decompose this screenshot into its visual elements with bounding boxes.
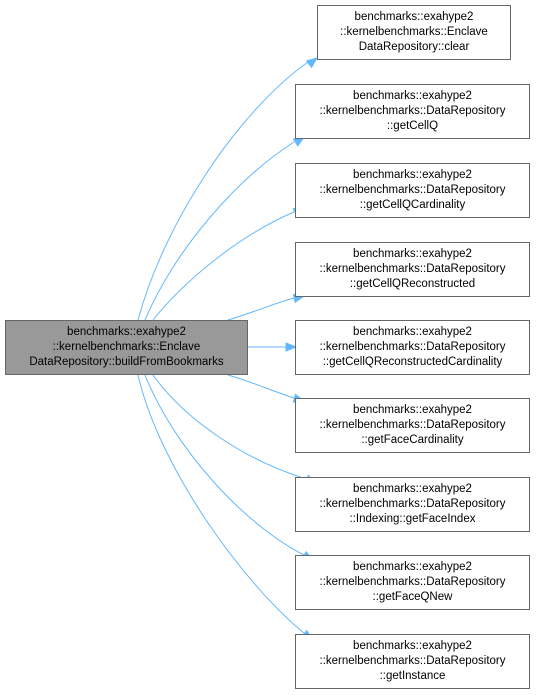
node-line: ::getCellQReconstructedCardinality: [322, 356, 503, 368]
node-get-cell-q[interactable]: benchmarks::exahype2 ::kernelbenchmarks:…: [295, 84, 530, 139]
node-clear[interactable]: benchmarks::exahype2 ::kernelbenchmarks:…: [317, 5, 511, 60]
call-edge-9: [137, 374, 305, 634]
call-edge-6: [227, 374, 295, 399]
node-line: benchmarks::exahype2: [353, 483, 472, 495]
node-line: ::kernelbenchmarks::DataRepository: [319, 655, 506, 667]
call-edge-3: [152, 211, 295, 321]
node-line: ::getCellQCardinality: [359, 199, 466, 211]
arrowhead-icon: [305, 57, 319, 69]
node-line: ::kernelbenchmarks::DataRepository: [319, 498, 506, 510]
node-line: benchmarks::exahype2: [67, 326, 186, 338]
call-edge-8: [144, 374, 305, 556]
node-line: DataRepository::buildFromBookmarks: [29, 356, 224, 368]
node-get-cell-q-cardinality[interactable]: benchmarks::exahype2 ::kernelbenchmarks:…: [295, 163, 530, 218]
node-line: ::kernelbenchmarks::DataRepository: [319, 576, 506, 588]
node-get-cell-q-reconstructed[interactable]: benchmarks::exahype2 ::kernelbenchmarks:…: [295, 242, 530, 297]
node-line: benchmarks::exahype2: [353, 326, 472, 338]
node-line: DataRepository::clear: [358, 41, 470, 53]
call-edge-2: [144, 141, 295, 321]
node-line: benchmarks::exahype2: [353, 404, 472, 416]
node-line: ::getCellQReconstructed: [349, 278, 476, 290]
node-line: ::getCellQ: [386, 120, 439, 132]
node-line: ::getInstance: [379, 670, 446, 682]
node-line: benchmarks::exahype2: [353, 248, 472, 260]
node-get-face-index[interactable]: benchmarks::exahype2 ::kernelbenchmarks:…: [295, 477, 530, 532]
node-get-face-q-new[interactable]: benchmarks::exahype2 ::kernelbenchmarks:…: [295, 555, 530, 610]
node-get-face-cardinality[interactable]: benchmarks::exahype2 ::kernelbenchmarks:…: [295, 398, 530, 453]
arrowhead-icon: [285, 342, 298, 352]
call-edge-1: [137, 61, 309, 321]
node-line: benchmarks::exahype2: [353, 640, 472, 652]
node-line: ::kernelbenchmarks::Enclave: [52, 341, 201, 353]
node-get-cell-q-reconstructed-cardinality[interactable]: benchmarks::exahype2 ::kernelbenchmarks:…: [295, 320, 530, 375]
node-line: ::kernelbenchmarks::DataRepository: [319, 263, 506, 275]
node-line: benchmarks::exahype2: [353, 169, 472, 181]
node-build-from-bookmarks[interactable]: benchmarks::exahype2 ::kernelbenchmarks:…: [5, 320, 248, 375]
node-line: ::Indexing::getFaceIndex: [349, 513, 476, 525]
node-line: ::kernelbenchmarks::Enclave: [340, 26, 488, 38]
call-edge-4: [227, 297, 295, 321]
node-line: ::kernelbenchmarks::DataRepository: [319, 341, 506, 353]
node-line: ::kernelbenchmarks::DataRepository: [319, 184, 506, 196]
node-line: ::kernelbenchmarks::DataRepository: [319, 419, 506, 431]
node-line: benchmarks::exahype2: [353, 90, 472, 102]
node-line: ::kernelbenchmarks::DataRepository: [319, 105, 506, 117]
node-get-instance[interactable]: benchmarks::exahype2 ::kernelbenchmarks:…: [295, 634, 530, 689]
node-line: benchmarks::exahype2: [353, 561, 472, 573]
node-line: ::getFaceQNew: [372, 591, 453, 603]
call-edge-7: [152, 374, 307, 480]
node-line: ::getFaceCardinality: [361, 434, 464, 446]
node-line: benchmarks::exahype2: [354, 11, 474, 23]
